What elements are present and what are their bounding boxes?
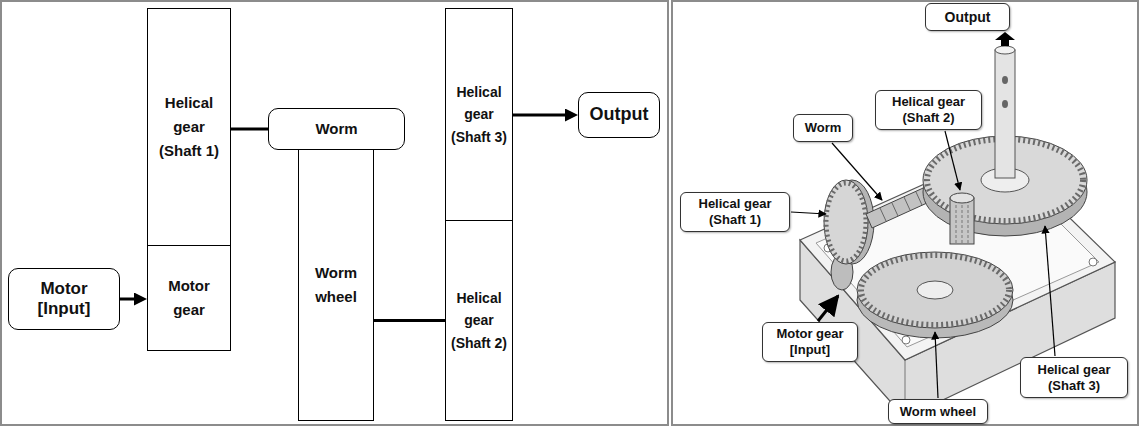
box-text: Motor gear xyxy=(151,274,227,322)
callout-label: Helical gear (Shaft 1) xyxy=(680,192,790,232)
box-text: Worm xyxy=(798,120,848,136)
box-text: Helical gear (Shaft 2) xyxy=(449,287,509,354)
gear-teeth xyxy=(826,183,866,261)
leader-line xyxy=(935,332,938,398)
box-text: Motor [Input] xyxy=(13,279,115,320)
pinion-gear xyxy=(950,198,974,244)
gear-box: Helical gear (Shaft 3) xyxy=(445,8,513,221)
callout-label: Helical gear (Shaft 3) xyxy=(1020,357,1128,398)
gear-box: Helical gear (Shaft 2) xyxy=(445,220,513,421)
worm-wheel xyxy=(857,252,1013,328)
box-text: Motor gear [Input] xyxy=(767,326,853,357)
callout-label: Output xyxy=(925,3,1010,31)
component-box: Worm xyxy=(268,108,405,150)
box-text: Helical gear (Shaft 3) xyxy=(449,81,509,148)
gear-box: Motor gear xyxy=(147,245,231,351)
box-text: Worm wheel xyxy=(893,404,983,420)
mounting-hole xyxy=(1089,258,1097,266)
box-text: Helical gear (Shaft 1) xyxy=(151,91,227,163)
shaft-hole xyxy=(1002,100,1008,108)
panel-frame xyxy=(672,1,1138,425)
mounting-hole xyxy=(902,336,910,344)
gear-teeth xyxy=(962,200,963,244)
shaft-end xyxy=(995,46,1015,54)
gear-teeth xyxy=(956,200,957,244)
worm-thread xyxy=(880,208,886,221)
callout-label: Worm xyxy=(793,114,853,142)
connector xyxy=(120,298,134,301)
box-text: Helical gear (Shaft 3) xyxy=(1025,362,1123,393)
callout-label: Helical gear (Shaft 2) xyxy=(875,90,982,130)
box-text: Output xyxy=(583,104,655,126)
output-box: Output xyxy=(578,92,660,138)
panel-frame xyxy=(1,1,668,425)
input-box: Motor [Input] xyxy=(8,268,120,330)
shaft-hole xyxy=(1002,76,1008,84)
gear-box: Helical gear (Shaft 1) xyxy=(147,8,231,246)
input-arrow xyxy=(818,296,838,321)
output-shaft xyxy=(995,50,1015,178)
connector xyxy=(513,114,565,117)
helical-gear xyxy=(824,180,868,264)
box-text: Output xyxy=(930,9,1005,26)
worm-thread xyxy=(916,192,922,205)
gear-box: Worm wheel xyxy=(298,149,374,421)
gear-teeth xyxy=(968,200,969,244)
leader-line xyxy=(1045,226,1055,356)
callout-label: Worm wheel xyxy=(888,399,988,424)
connector xyxy=(231,128,268,131)
pinion-top xyxy=(950,193,974,203)
gear-hub xyxy=(917,281,953,299)
connector xyxy=(374,319,445,322)
gear-teeth xyxy=(861,255,1009,325)
worm-thread xyxy=(904,197,910,210)
leader-line xyxy=(832,143,882,200)
box-text: Helical gear (Shaft 1) xyxy=(685,196,785,227)
leader-line xyxy=(791,212,826,214)
leader-line xyxy=(945,131,960,190)
box-text: Helical gear (Shaft 2) xyxy=(880,94,977,125)
worm-thread xyxy=(892,203,898,216)
box-text: Worm xyxy=(273,120,400,138)
output-arrow xyxy=(995,32,1015,46)
callout-label: Motor gear [Input] xyxy=(762,322,858,362)
box-text: Worm wheel xyxy=(302,261,370,309)
